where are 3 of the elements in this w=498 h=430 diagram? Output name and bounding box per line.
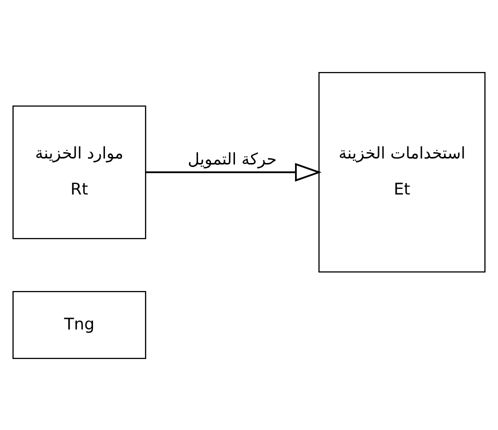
node-box: Tng xyxy=(12,290,146,358)
edge-label: حركة التمويل xyxy=(188,148,277,168)
arrow xyxy=(146,162,322,182)
